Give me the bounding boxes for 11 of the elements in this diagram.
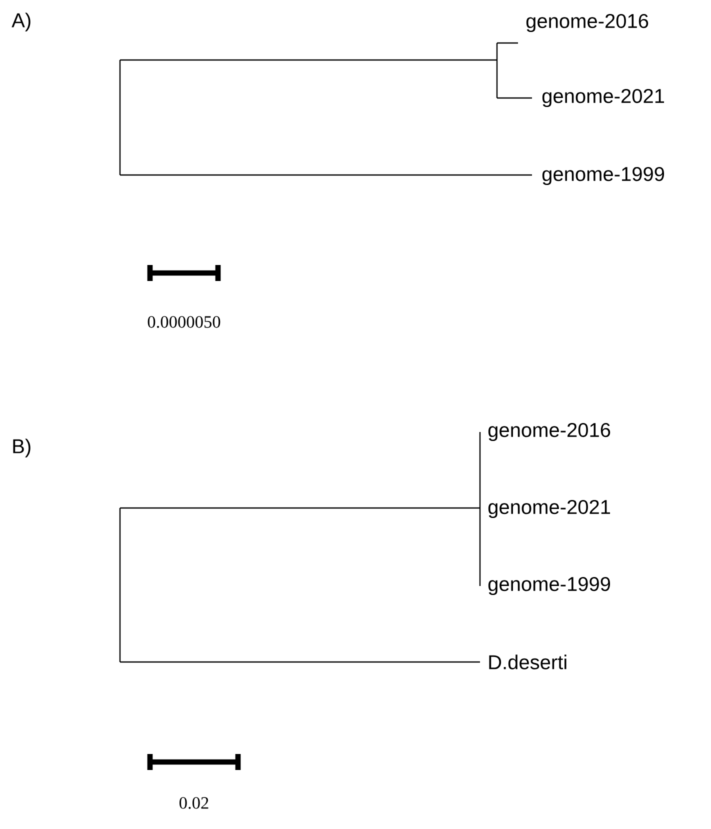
leaf-label: genome-2016 bbox=[526, 14, 648, 32]
panel-label: A) bbox=[12, 12, 30, 32]
leaf-label: genome-2021 bbox=[488, 500, 610, 518]
leaf-label: genome-2016 bbox=[488, 422, 610, 442]
panel-label: B) bbox=[13, 438, 30, 458]
leaf-label: genome-2021 bbox=[542, 88, 664, 108]
leaf-label: genome-1999 bbox=[488, 576, 610, 596]
leaf-label: genome-1999 bbox=[542, 166, 664, 186]
leaf-label: D.deserti bbox=[489, 654, 566, 670]
scale-value: 0.0000050 bbox=[148, 316, 220, 328]
scale-value: 0.02 bbox=[180, 797, 208, 809]
